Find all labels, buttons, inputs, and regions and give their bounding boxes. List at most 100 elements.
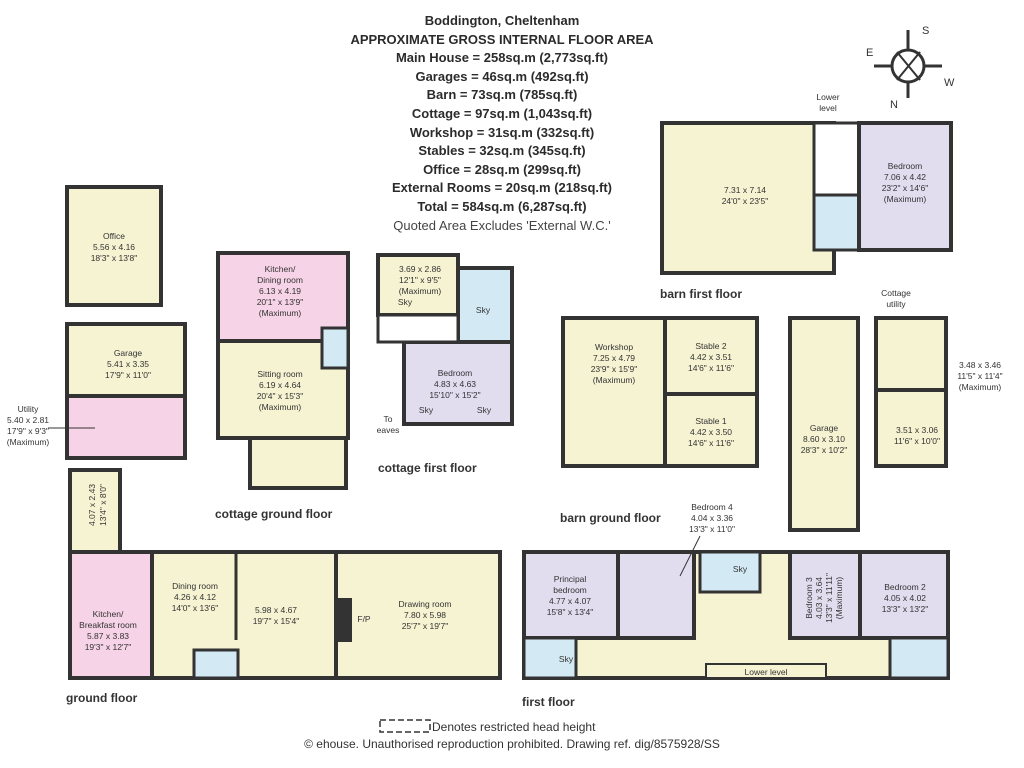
stable1-label: Stable 1 [695,416,726,426]
utility-size-m: 5.40 x 2.81 [7,415,49,425]
plan-subtitle: APPROXIMATE GROSS INTERNAL FLOOR AREA [350,31,654,47]
area-stables: Stables = 32sq.m (345sq.ft) [418,143,586,159]
drawing-size-m: 7.80 x 5.98 [404,610,446,620]
barn-bedroom-size-ft: 23'2" x 14'6" [882,183,929,193]
kitchen-size-m: 5.87 x 3.83 [87,631,129,641]
dining-label: Dining room [172,581,218,591]
first-bath-right [888,636,950,680]
sky-label: Sky [419,405,434,415]
legend-text: Denotes restricted head height [432,720,596,734]
utility-size-ft: 17'9" x 9'3" [7,426,49,436]
cottage-first-floor: 3.69 x 2.86 12'1" x 9'5" (Maximum) Bedro… [376,253,514,475]
cottage-sitting-label: Sitting room [257,369,302,379]
bedroom2-label: Bedroom 2 [884,582,926,592]
cottage-kitchen-max: (Maximum) [259,308,302,318]
principal-label2: bedroom [553,585,587,595]
sky-label: Sky [733,564,748,574]
area-workshop: Workshop = 31sq.m (332sq.ft) [409,124,595,140]
cottage-bedroom-label: Bedroom [438,368,473,378]
cottage-bedroom-size-ft: 15'10" x 15'2" [429,390,480,400]
compass-n-label: N [890,99,898,111]
office-room [65,185,163,307]
sky-label: Sky [476,305,491,315]
kitchen-size-ft: 19'3" x 12'7" [85,642,132,652]
barn-bedroom-label: Bedroom [888,161,923,171]
bedroom2-size-m: 4.05 x 4.02 [884,593,926,603]
cottage-sitting-size-m: 6.19 x 4.64 [259,380,301,390]
head-height-legend: Denotes restricted head height [379,719,596,734]
dining-size-m: 4.26 x 4.12 [174,592,216,602]
area-note: Quoted Area Excludes 'External W.C.' [393,217,611,233]
floor-label-ground: ground floor [66,691,138,705]
main-house-first-floor: Principal bedroom 4.77 x 4.07 15'8" x 13… [522,502,950,709]
ext-room2-size-ft: 11'6" x 10'0" [894,436,940,446]
compass-w-label: W [944,77,955,89]
bedroom3-size-m: 4.03 x 3.64 [814,577,824,619]
bedroom3-size-ft: 13'3" x 11'11" [824,573,834,623]
compass-e-label: E [866,47,873,59]
workshop-size-m: 7.25 x 4.79 [593,353,635,363]
cottage-bedroom-size-m: 4.83 x 4.63 [434,379,476,389]
lower-level-box [705,663,827,679]
floor-label-barn-ground: barn ground floor [560,511,661,525]
bedroom4-room [616,550,696,640]
office-size-ft: 18'3" x 13'8" [91,253,138,263]
cottage-small-size-m: 3.69 x 2.86 [399,264,441,274]
cottage-small-room [376,253,460,317]
utility-label: Utility [18,404,40,414]
office-building: Office 5.56 x 4.16 18'3" x 13'8" [65,185,163,307]
area-main-house: Main House = 258sq.m (2,773sq.ft) [395,50,609,66]
area-garages: Garages = 46sq.m (492sq.ft) [415,68,589,84]
bedroom3-label: Bedroom 3 [804,577,814,619]
cottage-sitting-size-ft: 20'4" x 15'3" [257,391,304,401]
barn-bedroom-max: (Maximum) [884,194,927,204]
garage-right-room [788,316,860,532]
stable1-room [663,392,759,468]
office-label: Office [103,231,125,241]
side-hall-size-m: 4.07 x 2.43 [87,484,97,526]
cottage-bathroom [456,266,514,344]
to-eaves-label1: To [384,414,393,424]
cottage-small-size-ft: 12'1" x 9'5" [399,275,441,285]
ground-wc [192,648,240,680]
to-eaves-label2: eaves [377,425,400,435]
sky-label: Sky [559,654,574,664]
sky-label: Sky [477,405,492,415]
bedroom4-size-ft: 13'3" x 11'0" [689,524,735,534]
principal-size-ft: 15'8" x 13'4" [547,607,594,617]
bedroom4-size-m: 4.04 x 3.36 [691,513,733,523]
barn-bathroom [812,193,861,252]
stable2-room [663,316,759,396]
compass-icon: S E W N [866,25,955,111]
workshop-max: (Maximum) [593,375,636,385]
office-size-m: 5.56 x 4.16 [93,242,135,252]
principal-size-m: 4.77 x 4.07 [549,596,591,606]
garage-right-label: Garage [810,423,839,433]
barn-ground-floor: Workshop 7.25 x 4.79 23'9" x 15'9" (Maxi… [560,316,759,525]
ext-room1-size-m: 3.48 x 3.46 [959,360,1001,370]
ext-room2-size-m: 3.51 x 3.06 [896,425,938,435]
garage-right-size-m: 8.60 x 3.10 [803,434,845,444]
utility-room [65,394,187,460]
cottage-utility-label2: utility [886,299,906,309]
garage-left-room [65,322,187,398]
ext-room-lower [874,388,948,468]
plan-header: Boddington, Cheltenham APPROXIMATE GROSS… [312,12,692,235]
hall-main-size-ft: 19'7" x 15'4" [253,616,300,626]
compass-s-label: S [922,25,929,37]
side-hall: 4.07 x 2.43 13'4" x 8'0" [68,468,122,554]
utility-max: (Maximum) [7,437,50,447]
garage-right-size-ft: 28'3" x 10'2" [801,445,848,455]
floor-label-barn-first: barn first floor [660,287,742,301]
floor-label-cottage-first: cottage first floor [378,461,477,475]
cottage-kitchen-room [216,251,350,343]
stable2-label: Stable 2 [695,341,726,351]
cottage-landing [376,313,460,344]
barn-room-size-ft: 24'0" x 23'5" [722,196,769,206]
drawing-size-ft: 25'7" x 19'7" [402,621,449,631]
garage-external-rooms: Garage 8.60 x 3.10 28'3" x 10'2" Cottage… [788,288,1003,532]
cottage-kitchen-label2: Dining room [257,275,303,285]
cottage-kitchen-size-ft: 20'1" x 13'9" [257,297,304,307]
kitchen-breakfast-room [68,550,154,680]
